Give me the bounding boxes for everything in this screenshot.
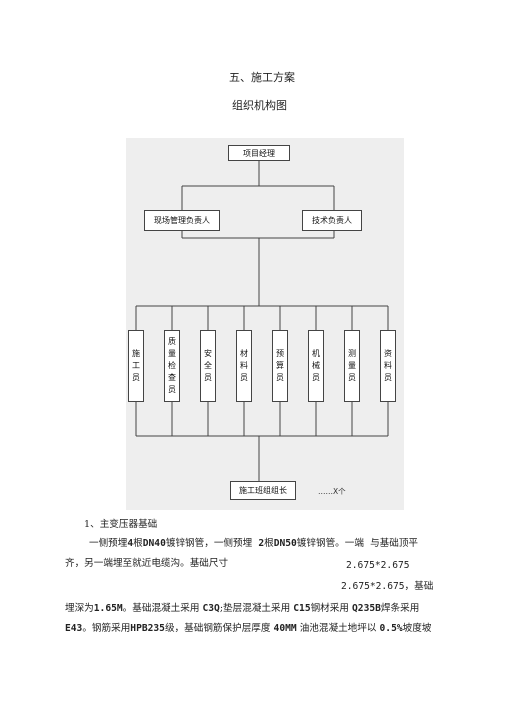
crew-count-note: ……X个 [318, 487, 346, 496]
dimension-1: 2.675*2.675 [346, 560, 410, 571]
paragraph-line-1: 一侧预埋4根DN40镀锌钢管，一侧预埋 2根DN50镀锌钢管。一端 与基础顶平 [89, 538, 419, 549]
paragraph-line-3: 2.675*2.675，基础 [341, 581, 434, 592]
chart-title: 组织机构图 [232, 99, 287, 112]
org-node-project-manager: 项目经理 [228, 145, 290, 161]
org-role-machinery: 机械员 [308, 330, 324, 402]
paragraph-line-5: E43。钢筋采用HPB235级，基础钢筋保护层厚度 40MM 油池混凝土地坪以 … [65, 623, 432, 634]
section-heading: 五、施工方案 [229, 71, 295, 84]
org-role-materials: 材料员 [236, 330, 252, 402]
org-node-crew-leader: 施工班组组长 [230, 481, 296, 500]
org-role-construction: 施工员 [128, 330, 144, 402]
paragraph-line-4: 埋深为1.65M。基础混凝土采用 C3Q;垫层混凝土采用 C15钢材采用 Q23… [65, 603, 420, 614]
org-role-surveying: 测量员 [344, 330, 360, 402]
paragraph-line-2: 齐，另一端埋至就近电缆沟。基础尺寸 [65, 558, 229, 569]
org-role-budget: 预算员 [272, 330, 288, 402]
org-node-technical-lead: 技术负责人 [302, 210, 362, 231]
section-1-title: 1、主变压器基础 [84, 519, 158, 530]
org-role-documents: 资料员 [380, 330, 396, 402]
org-role-safety: 安全员 [200, 330, 216, 402]
org-chart-connectors [135, 160, 389, 481]
org-node-site-manager: 现场管理负责人 [144, 210, 220, 231]
org-role-quality-inspection: 质量检查员 [164, 330, 180, 402]
